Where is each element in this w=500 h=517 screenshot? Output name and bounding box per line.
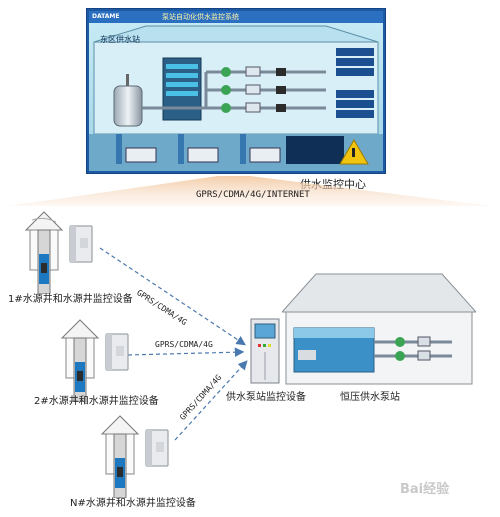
pump-station-building xyxy=(280,272,478,386)
well-house-icon xyxy=(24,211,93,295)
main-link-label: GPRS/CDMA/4G/INTERNET xyxy=(196,190,310,200)
scada-monitor-screen: DATAME 泵站自动化供水监控系统 东区供水站 xyxy=(85,7,387,175)
well-house-icon xyxy=(60,319,129,403)
pump-device-label: 供水泵站监控设备 xyxy=(226,392,306,403)
well-unit-n xyxy=(100,412,180,499)
well-unit-1 xyxy=(24,208,104,295)
scada-brand: DATAME xyxy=(92,13,120,20)
well-label-1: 1#水源井和水源井监控设备 xyxy=(8,294,133,305)
pump-station-label: 恒压供水泵站 xyxy=(340,392,400,403)
link-line-1 xyxy=(99,247,246,346)
well-house-icon xyxy=(100,415,169,499)
well-label-n: N#水源井和水源井监控设备 xyxy=(70,498,196,509)
well-unit-2 xyxy=(60,316,140,403)
uplink-beam xyxy=(8,176,490,206)
pump-house-icon xyxy=(280,273,478,385)
scada-station-name: 东区供水站 xyxy=(100,35,140,44)
watermark: Bai经验 xyxy=(400,482,450,497)
pump-station-cabinet xyxy=(250,318,280,384)
control-cabinet-icon xyxy=(250,318,280,384)
link-line-2 xyxy=(127,347,245,357)
well-label-2: 2#水源井和水源井监控设备 xyxy=(34,396,159,407)
link-line-3 xyxy=(174,360,248,441)
link-label-2: GPRS/CDMA/4G xyxy=(155,340,213,349)
scada-title: 泵站自动化供水监控系统 xyxy=(162,13,239,21)
scada-screenshot-graphic xyxy=(85,7,387,175)
